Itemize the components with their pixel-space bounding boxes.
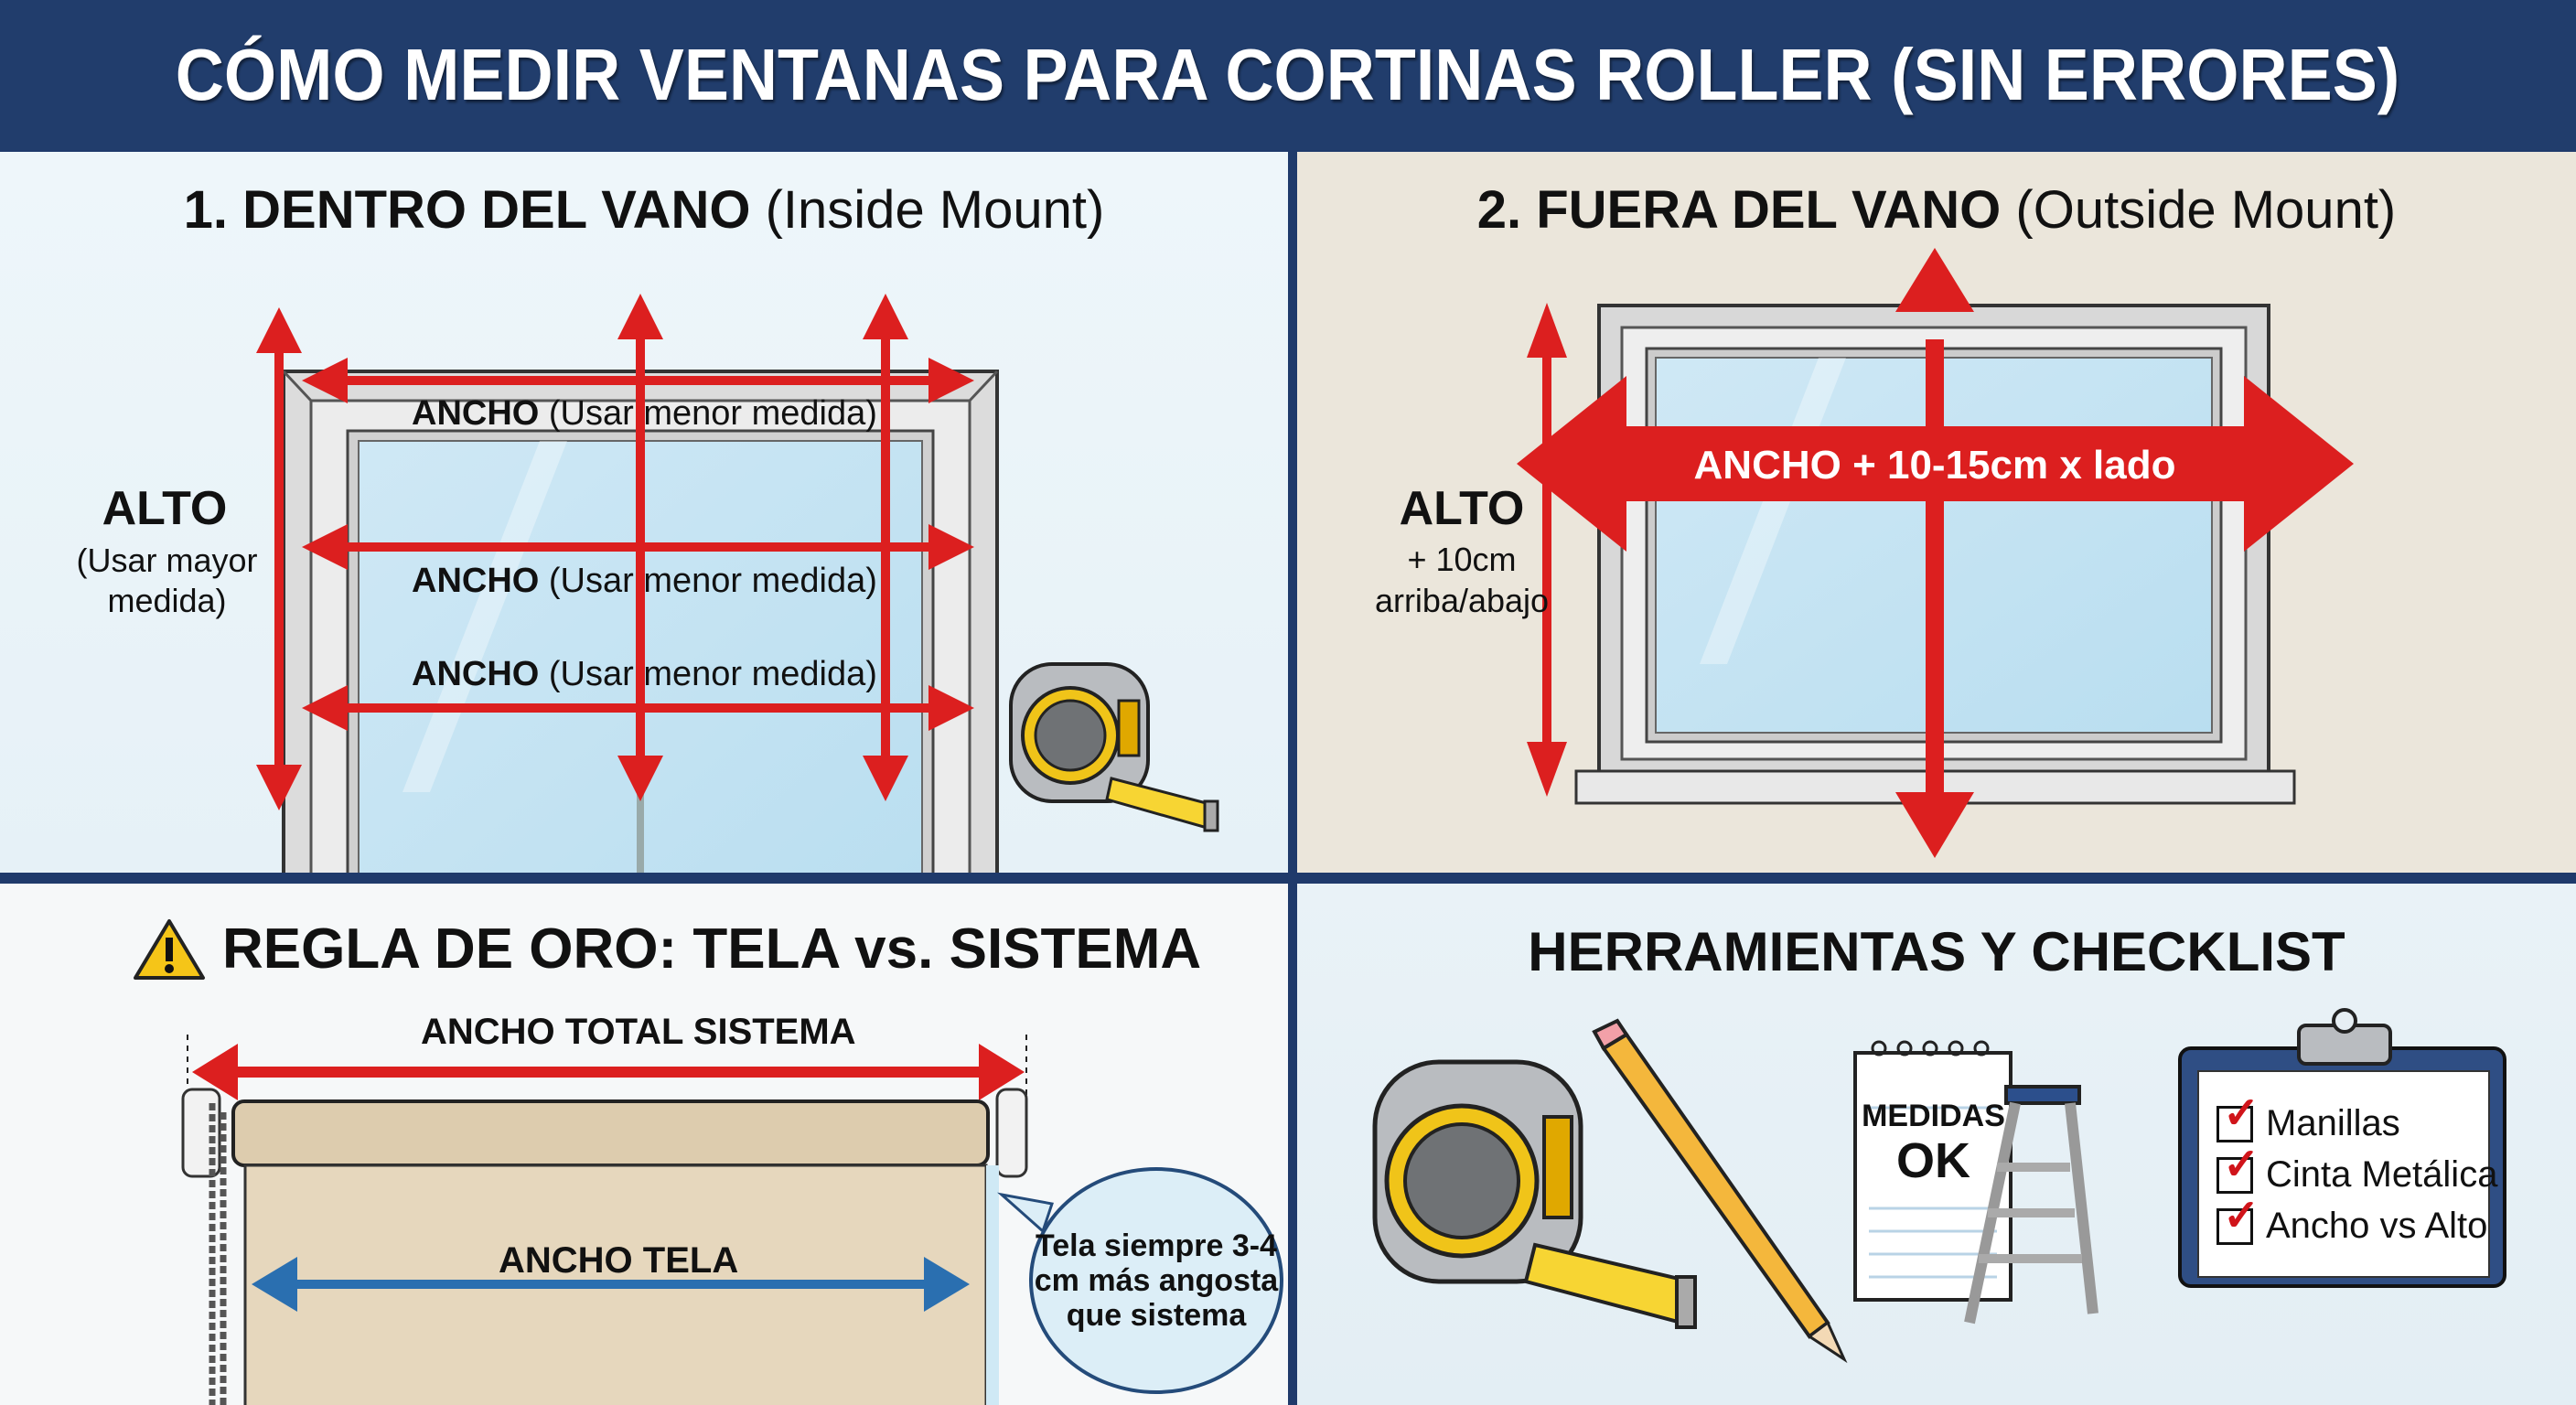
ancho-label-bold: ANCHO [412, 394, 540, 433]
ancho-label-bottom: ANCHO (Usar menor medida) [412, 655, 877, 694]
panel-title-light: (Inside Mount) [765, 180, 1105, 240]
checklist-item[interactable]: ✓ Ancho vs Alto [2216, 1194, 2488, 1247]
pencil-icon [1592, 1018, 1848, 1364]
roller-diagram [181, 1035, 1054, 1405]
system-width-label: ANCHO TOTAL SISTEMA [421, 1012, 856, 1052]
panel-title: 1. DENTRO DEL VANO (Inside Mount) [0, 179, 1288, 241]
panel-golden-rule: REGLA DE ORO: TELA vs. SISTEMA ANCHO TO [0, 884, 1288, 1405]
alto-label: ALTO [102, 482, 228, 535]
system-width-arrow [187, 1035, 1027, 1108]
callout-bubble: Tela siempre 3-4 cm más angosta que sist… [1029, 1167, 1283, 1394]
checklist-label: Manillas [2266, 1103, 2400, 1143]
alto-arrow [1527, 303, 1567, 797]
alto-label: ALTO [1399, 482, 1525, 535]
inside-arrows [256, 294, 974, 810]
ancho-label-note: (Usar menor medida) [548, 655, 877, 693]
checklist-item[interactable]: ✓ Manillas [2216, 1091, 2400, 1144]
alto-note-2: arriba/abajo [1374, 582, 1550, 619]
panel-title-bold: 2. FUERA DEL VANO [1476, 180, 2002, 240]
ancho-label-note: (Usar menor medida) [548, 562, 877, 600]
warning-icon [134, 918, 205, 980]
checklist-label: Ancho vs Alto [2266, 1206, 2488, 1246]
notepad-line-1: MEDIDAS [1862, 1099, 2005, 1133]
ancho-label: ANCHO + 10-15cm x lado [1693, 443, 2176, 488]
outside-arrows [1517, 248, 2354, 858]
panel-inside-mount: 1. DENTRO DEL VANO (Inside Mount) [0, 152, 1288, 873]
callout-pointer [997, 1192, 1054, 1234]
alto-note: (Usar mayor medida) [76, 542, 258, 619]
fabric-width-label: ANCHO TELA [499, 1240, 739, 1281]
ancho-label-bold: ANCHO [412, 562, 540, 600]
checklist-item[interactable]: ✓ Cinta Metálica [2216, 1142, 2498, 1196]
alto-note-1: + 10cm [1407, 541, 1517, 578]
tools-title: HERRAMIENTAS Y CHECKLIST [1528, 921, 2345, 982]
outside-window-diagram [1517, 248, 2354, 858]
fabric-width-arrow [252, 1257, 970, 1312]
checkmark-icon: ✓ [2223, 1191, 2260, 1240]
checkbox-checked[interactable]: ✓ [2216, 1091, 2259, 1142]
ancho-label-middle: ANCHO (Usar menor medida) [412, 562, 877, 601]
ancho-label-bold: ANCHO [412, 655, 540, 693]
golden-rule-title: REGLA DE ORO: TELA vs. SISTEMA [133, 917, 1201, 981]
checkbox-checked[interactable]: ✓ [2216, 1142, 2259, 1194]
ladder-icon [1964, 1085, 2098, 1325]
ancho-label-note: (Usar menor medida) [548, 394, 877, 433]
header-banner: CÓMO MEDIR VENTANAS PARA CORTINAS ROLLER… [0, 0, 2576, 150]
notepad-line-2: OK [1896, 1133, 1970, 1188]
panel-title: 2. FUERA DEL VANO (Outside Mount) [1297, 179, 2576, 241]
tape-measure-icon [1009, 662, 1219, 832]
panel-outside-mount: 2. FUERA DEL VANO (Outside Mount) [1297, 152, 2576, 873]
golden-rule-heading: REGLA DE ORO: TELA vs. SISTEMA [222, 917, 1202, 981]
ancho-big-arrow [1517, 376, 2354, 552]
panel-tools-checklist: HERRAMIENTAS Y CHECKLIST [1297, 884, 2576, 1405]
checklist-label: Cinta Metálica [2266, 1154, 2498, 1195]
checkmark-icon: ✓ [2223, 1089, 2260, 1138]
panel-title-light: (Outside Mount) [2015, 180, 2397, 240]
callout-text: Tela siempre 3-4 cm más angosta que sist… [1034, 1228, 1279, 1333]
bead-chain-icon [209, 1103, 227, 1405]
ancho-label-top: ANCHO (Usar menor medida) [412, 394, 877, 434]
inside-window-diagram [256, 294, 1219, 873]
checkbox-checked[interactable]: ✓ [2216, 1194, 2259, 1245]
page-title: CÓMO MEDIR VENTANAS PARA CORTINAS ROLLER… [176, 34, 2400, 115]
panel-title-bold: 1. DENTRO DEL VANO [183, 180, 751, 240]
checkmark-icon: ✓ [2223, 1140, 2260, 1189]
tape-measure-icon [1372, 1059, 1697, 1329]
